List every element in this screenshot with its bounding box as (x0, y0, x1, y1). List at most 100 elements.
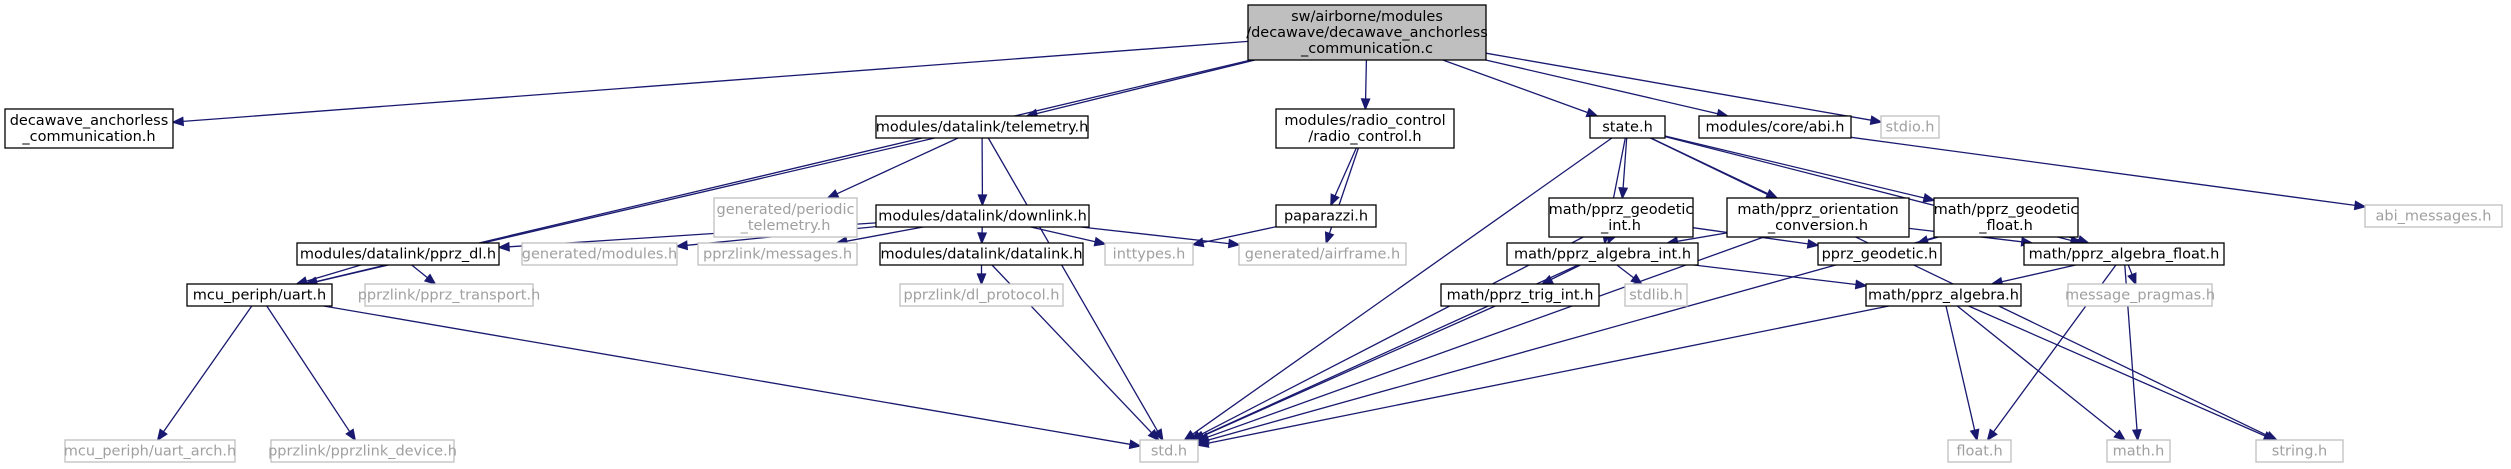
node-downlink-h[interactable]: modules/datalink/downlink.h (875, 204, 1090, 228)
edge-pprz_algebra_h-to-float_h (1945, 305, 1980, 442)
node-pprz-algebra-float-h[interactable]: math/pprz_algebra_float.h (2023, 242, 2225, 266)
edge-line (1207, 236, 1765, 438)
edge-line (1442, 59, 1589, 114)
edge-pprz_algebra_int_h-to-pprz_trig_int_h (1540, 264, 1581, 285)
node-inttypes-h: inttypes.h (1104, 242, 1194, 266)
arrowhead (171, 116, 185, 127)
node-box (1880, 115, 1940, 139)
node-label: math/pprz_algebra_int.h (1514, 247, 1691, 263)
node-label: math/pprz_geodetic (1934, 202, 2079, 218)
edge-pprz_geodetic_float_h-to-std_h (1196, 236, 1937, 445)
arrowhead (976, 273, 987, 286)
arrowhead (2353, 200, 2367, 211)
node-label: _communication.h (21, 129, 155, 145)
node-string-h: string.h (2255, 439, 2344, 463)
node-box (2106, 439, 2171, 463)
node-root[interactable]: sw/airborne/modules/decawave/decawave_an… (1246, 4, 1488, 61)
edge-pprz_algebra_float_h-to-message_pragmas_h (2127, 264, 2137, 286)
node-box (521, 242, 678, 266)
node-label: modules/datalink/downlink.h (878, 209, 1087, 225)
arrowhead (1986, 428, 1998, 442)
node-pprz-orientation-conversion-h[interactable]: math/pprz_orientation_conversion.h (1726, 197, 1910, 238)
node-box (364, 283, 534, 307)
node-label: inttypes.h (1113, 247, 1186, 263)
node-abi-h[interactable]: modules/core/abi.h (1698, 115, 1852, 139)
edge-line (836, 137, 959, 195)
edge-telemetry_h-to-downlink_h (977, 137, 988, 207)
node-label: math/pprz_algebra_float.h (2029, 247, 2220, 263)
node-stdio-h: stdio.h (1880, 115, 1940, 139)
arrowhead (1330, 193, 1340, 207)
arrowhead (1128, 439, 1142, 450)
node-datalink-h[interactable]: modules/datalink/datalink.h (879, 242, 1084, 266)
node-label: /radio_control.h (1308, 129, 1421, 145)
node-radio-control-h[interactable]: modules/radio_control/radio_control.h (1275, 108, 1455, 149)
node-pprz-algebra-int-h[interactable]: math/pprz_algebra_int.h (1506, 242, 1699, 266)
node-box (270, 439, 455, 463)
node-label: pprz_geodetic.h (1822, 247, 1938, 263)
node-box (1104, 242, 1194, 266)
node-label: generated/periodic (717, 202, 855, 218)
arrowhead (1360, 98, 1371, 111)
node-pprz-geodetic-int-h[interactable]: math/pprz_geodetic_int.h (1548, 197, 1694, 238)
arrowhead (1585, 107, 1599, 118)
node-pprz-dl-h[interactable]: modules/datalink/pprz_dl.h (296, 242, 500, 266)
node-label: pprzlink/dl_protocol.h (904, 288, 1060, 304)
edge-root-to-state_h (1442, 59, 1599, 118)
node-label: modules/datalink/telemetry.h (876, 120, 1089, 136)
node-box (879, 242, 1084, 266)
edge-line (266, 305, 351, 433)
node-box (1247, 4, 1487, 61)
node-box (1726, 197, 1910, 238)
edge-line (1080, 226, 1230, 245)
node-paparazzi-h[interactable]: paparazzi.h (1275, 204, 1377, 228)
edge-line (1364, 59, 1368, 100)
node-label: _telemetry.h (740, 218, 831, 234)
node-box (296, 242, 500, 266)
arrowhead (675, 240, 689, 251)
edge-pprz_orientation_conversion_h-to-std_h (1196, 236, 1765, 442)
node-label: math/pprz_orientation (1737, 202, 1898, 218)
node-label: state.h (1602, 120, 1653, 136)
node-telemetry-h[interactable]: modules/datalink/telemetry.h (875, 115, 1089, 139)
node-box (1865, 283, 2022, 307)
node-periodic-telemetry-h: generated/periodic_telemetry.h (713, 197, 858, 238)
edge-downlink_h-to-generated_airframe_h (1080, 226, 1241, 249)
node-decawave-h[interactable]: decawave_anchorless_communication.h (4, 108, 174, 149)
node-label: modules/datalink/pprz_dl.h (300, 247, 496, 263)
node-pprz-transport-h: pprzlink/pprz_transport.h (358, 283, 541, 307)
node-pprz-geodetic-h[interactable]: pprz_geodetic.h (1817, 242, 1942, 266)
node-std-h: std.h (1139, 439, 1199, 463)
node-label: mcu_periph/uart_arch.h (64, 444, 236, 460)
edge-pprz_dl_h-to-uart_h (295, 264, 361, 286)
node-state-h[interactable]: state.h (1589, 115, 1666, 139)
edge-downlink_h-to-datalink_h (977, 226, 988, 245)
edge-root-to-stdio_h (1485, 52, 1883, 126)
edge-line (1207, 236, 1937, 441)
node-abi-messages-h: abi_messages.h (2364, 204, 2503, 228)
edge-line (1192, 137, 1613, 435)
edge-line (162, 305, 253, 433)
edge-line (1202, 305, 1496, 437)
node-box (1698, 115, 1852, 139)
arrowhead (1922, 193, 1936, 203)
arrowhead (977, 232, 988, 245)
edge-line (987, 137, 1159, 432)
node-box (1589, 115, 1666, 139)
node-uart-h[interactable]: mcu_periph/uart.h (186, 283, 333, 307)
edge-line (1485, 52, 1872, 121)
node-label: stdlib.h (1629, 288, 1683, 304)
node-pprz-trig-int-h[interactable]: math/pprz_trig_int.h (1440, 283, 1600, 307)
edge-line (1693, 264, 1857, 286)
arrowhead (1854, 279, 1868, 290)
node-pprz-algebra-h[interactable]: math/pprz_algebra.h (1865, 283, 2022, 307)
node-label: modules/radio_control (1284, 113, 1445, 129)
edge-line (1622, 137, 1628, 189)
node-pprz-geodetic-float-h[interactable]: math/pprz_geodetic_float.h (1933, 197, 2079, 238)
edge-uart_h-to-pprzlink_device_h (266, 305, 357, 442)
node-label: generated/airframe.h (1245, 247, 1400, 263)
edge-line (2001, 264, 2076, 283)
node-label: pprzlink/pprz_transport.h (358, 288, 541, 304)
arrowhead (977, 194, 988, 207)
edge-pprz_trig_int_h-to-std_h (1192, 305, 1496, 441)
